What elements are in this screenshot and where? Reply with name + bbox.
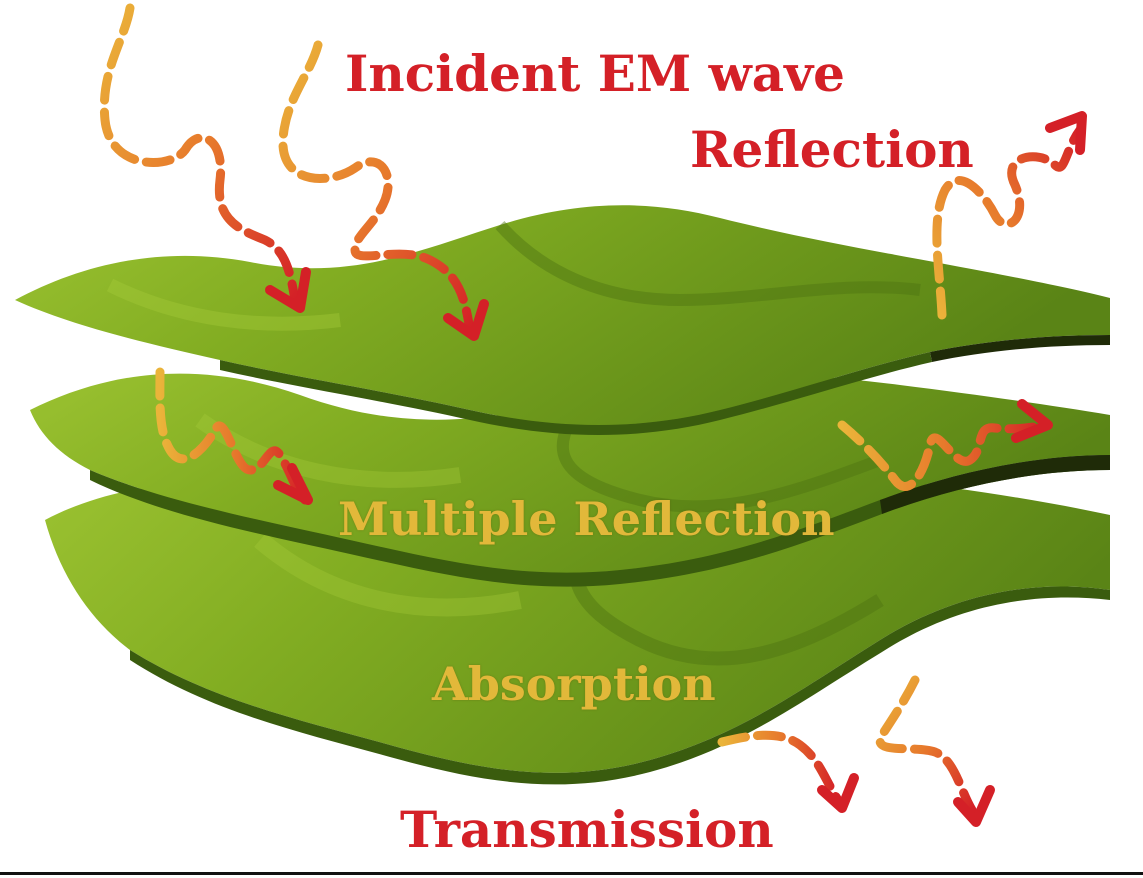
absorption-label: Absorption [432,657,716,711]
multiple-reflection-label: Multiple Reflection [338,492,835,546]
transmission-wave-left [717,730,859,813]
multiple-reflection-wave-left [155,367,313,505]
incident-em-wave-label: Incident EM wave [345,44,845,103]
incident-wave-left [99,3,311,313]
transmission-wave-right [875,675,995,827]
reflection-label: Reflection [690,120,974,179]
incident-wave-right [278,40,489,341]
sheet-top [15,205,1110,435]
reflection-wave [932,111,1087,320]
bottom-divider [0,872,1143,875]
multiple-reflection-wave-right [837,399,1053,491]
transmission-label: Transmission [400,800,774,859]
